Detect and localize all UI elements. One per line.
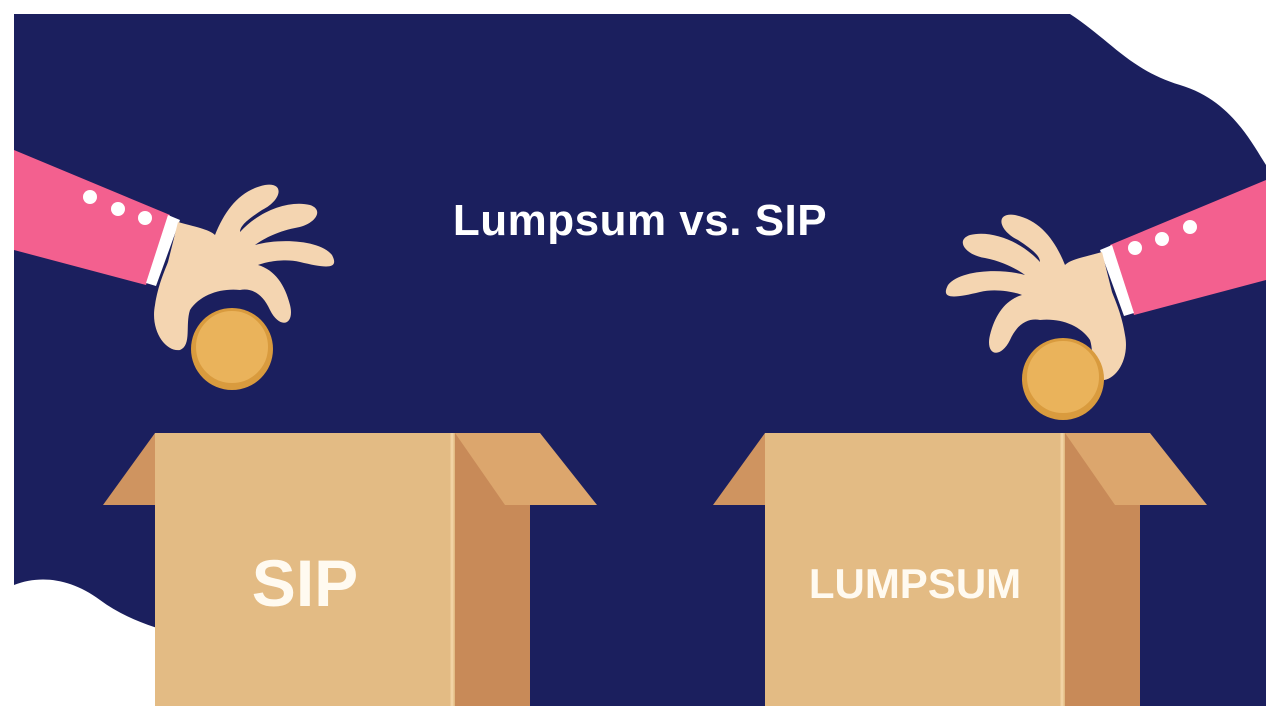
white-blob-top-right [1070,14,1266,165]
lumpsum-box [713,433,1207,706]
left-sleeve [14,150,170,285]
sip-box [103,433,597,706]
left-cuff [146,215,180,286]
page-title: Lumpsum vs. SIP [452,196,828,245]
lumpsum-box-label: LUMPSUM [808,560,1022,607]
sip-box-label: SIP [251,546,359,620]
left-hand-with-coin [14,150,335,390]
right-hand-with-coin [945,180,1266,420]
left-hand [154,184,335,351]
